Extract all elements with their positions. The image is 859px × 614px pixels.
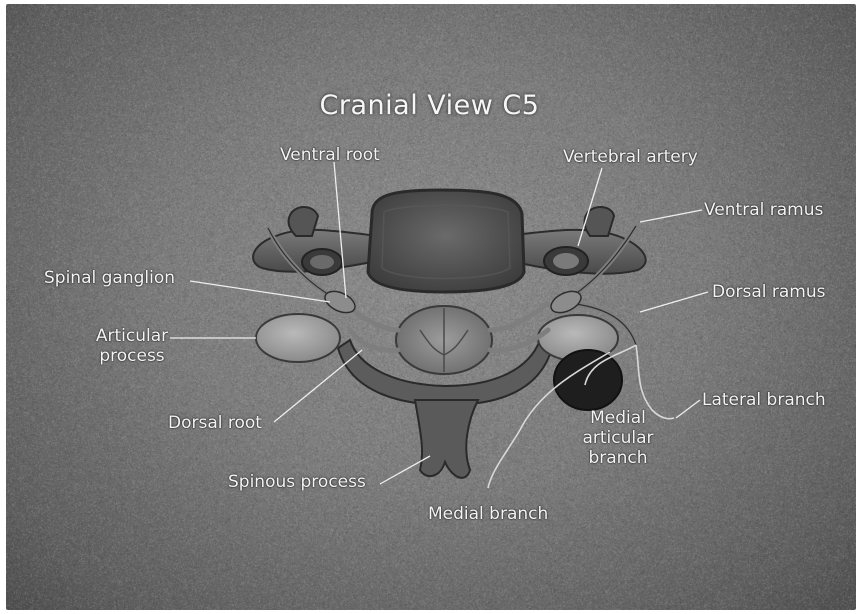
label-spinal-ganglion: Spinal ganglion <box>44 268 175 288</box>
label-vertebral-artery: Vertebral artery <box>563 147 698 167</box>
label-ventral-ramus: Ventral ramus <box>704 200 823 220</box>
label-medial-branch: Medial branch <box>428 504 548 524</box>
spinous-process-shape <box>415 400 478 478</box>
label-medial-articular-branch: Medial articular branch <box>568 408 668 468</box>
label-articular-process: Articular process <box>86 326 178 366</box>
label-medial-articular-line3: branch <box>568 448 668 468</box>
label-medial-articular-line1: Medial <box>568 408 668 428</box>
label-spinous-process: Spinous process <box>228 472 366 492</box>
label-medial-articular-line2: articular <box>568 428 668 448</box>
label-dorsal-root: Dorsal root <box>168 413 262 433</box>
label-articular-process-line2: process <box>86 346 178 366</box>
label-dorsal-ramus: Dorsal ramus <box>712 282 825 302</box>
label-articular-process-line1: Articular <box>86 326 178 346</box>
label-lateral-branch: Lateral branch <box>702 390 826 410</box>
diagram-title: Cranial View C5 <box>0 90 859 121</box>
label-ventral-root: Ventral root <box>280 145 380 165</box>
articular-process-left <box>256 314 340 362</box>
